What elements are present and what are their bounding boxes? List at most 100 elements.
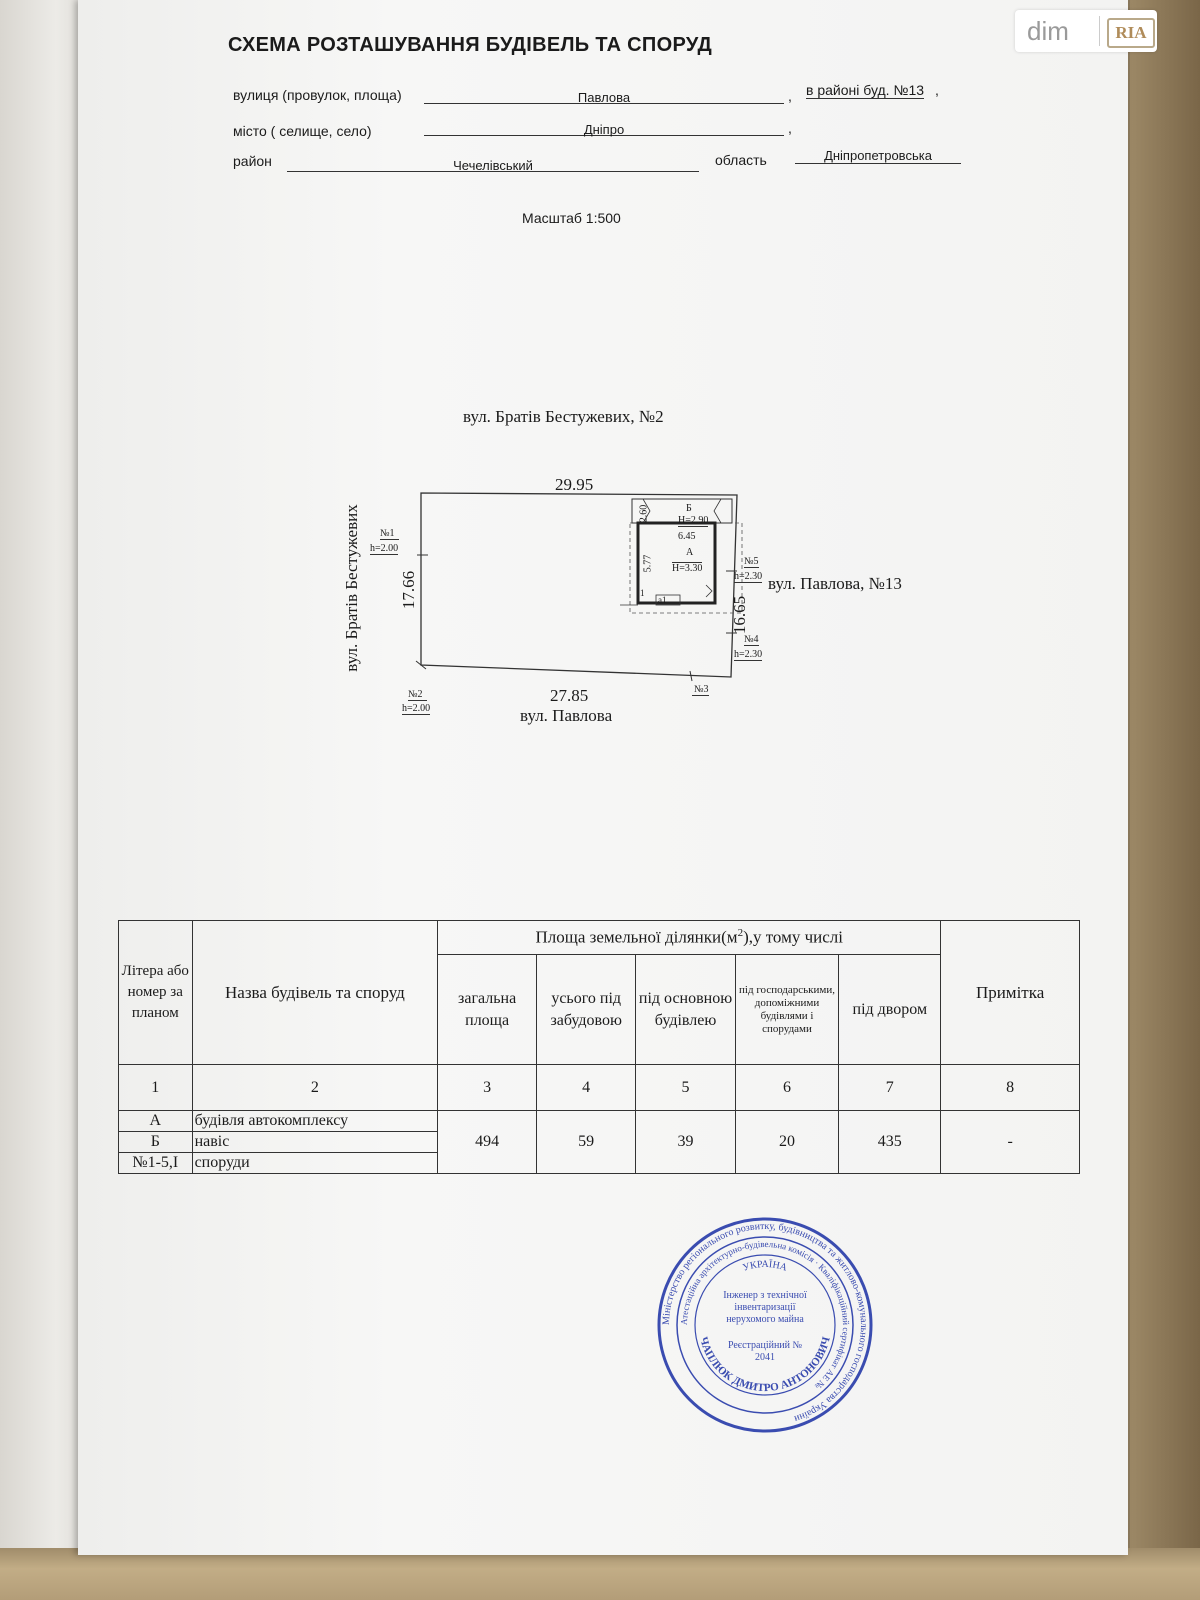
scale-label: Масштаб 1:500 [522,210,621,226]
header-area: Площа земельної ділянки(м2),у тому числі [437,920,942,955]
stamp-country-text: УКРАЇНА [741,1258,789,1274]
col-num-7: 7 [838,1064,942,1111]
building-a [636,521,717,605]
underlying-page [0,0,80,1560]
stamp-reg: Реєстраційний № 2041 [727,1340,803,1363]
header-note: Примітка [940,920,1080,1065]
header-aux: під господарськими, допоміжними будівлям… [734,954,840,1065]
header-area-sup: 2 [737,927,744,940]
annex-a1 [655,594,681,606]
watermark-brand: dim [1027,16,1069,46]
col-num-8: 8 [940,1064,1080,1111]
point-5-num: №5 [744,556,759,568]
canopy-arrow-left [642,498,651,524]
street-underline [424,103,784,104]
street-value: Павлова [577,90,631,105]
point-2-num: №2 [408,689,427,701]
point-4-num: №4 [744,634,759,646]
dimria-watermark[interactable]: dim RIA [1015,10,1157,52]
city-value: Дніпро [583,122,625,137]
table-row: №1-5,І споруди [118,1152,1080,1174]
district-label: район [233,153,272,169]
dim-right: 16.65 [730,595,749,635]
header-yard: під двором [838,954,942,1065]
stamp-middle-ring [676,1236,854,1414]
table-surface-right [1130,0,1200,1600]
header-total: загальна площа [437,954,537,1065]
ria-logo-icon: RIA [1107,18,1155,48]
district-underline [287,171,699,172]
header-area-text: Площа земельної ділянки(м [535,927,738,947]
tick-2 [415,660,427,670]
tick-3 [689,670,693,682]
col-num-5: 5 [635,1064,736,1111]
street-label: вулиця (провулок, площа) [233,87,402,103]
col-num-3: 3 [437,1064,537,1111]
label-a1: а1 [658,595,667,605]
city-underline [424,135,784,136]
row-2-letter: Б [118,1131,193,1153]
document-page [78,0,1128,1555]
south-street-label: вул. Павлова [520,706,613,725]
point-5-h: h=2.30 [734,571,763,583]
value-aux: 20 [734,1110,840,1174]
entry-marker [705,584,713,598]
col-num-2: 2 [191,1064,439,1111]
site-plan [415,492,743,682]
row-3-letter: №1-5,І [118,1152,193,1174]
watermark-separator [1099,16,1100,46]
row-1-letter: А [118,1110,193,1132]
col-num-1: 1 [118,1064,193,1111]
dim-left: 17.66 [399,570,418,610]
value-total: 494 [437,1110,537,1174]
dim-bottom: 27.85 [550,686,589,705]
value-yard: 435 [838,1110,942,1174]
header-main: під основною будівлею [635,954,736,1065]
col-num-4: 4 [535,1064,637,1111]
stamp-outer-ring [657,1217,873,1433]
column-number-row: 1 2 3 4 5 6 7 8 [118,1064,1080,1111]
land-area-table: Літера або номер за планом Назва будівел… [118,920,1080,1174]
stamp-role: Інженер з технічної інвентаризації нерух… [723,1290,807,1325]
region-label: область [715,152,767,168]
west-street-label: вул. Братів Бестужевих [342,504,361,672]
value-main: 39 [635,1110,736,1174]
near-building-label: в районі буд. №13 [806,82,925,99]
header-built: усього під забудовою [535,954,637,1065]
region-underline [795,163,961,164]
table-row: Б навіс [118,1131,1080,1153]
north-street-label: вул. Братів Бестужевих, №2 [463,407,664,426]
point-2-h: h=2.00 [402,703,431,715]
district-value: Чечелівський [453,158,533,173]
row-2-name: навіс [191,1131,439,1153]
building-b-letter: Б [686,503,692,514]
point-3-num: №3 [692,684,709,696]
point-1-num: №1 [380,528,399,540]
building-a-letter: А [686,547,694,558]
header-letter: Літера або номер за планом [118,920,193,1065]
table-row: А будівля автокомплексу 494 59 39 20 435… [118,1110,1080,1174]
point-4-h: h=2.30 [734,649,763,661]
official-stamp: Міністерство регіонального розвитку, буд… [657,1217,873,1433]
dim-top: 29.95 [555,475,594,494]
comma: , [788,88,792,104]
region-value: Дніпропетровська [824,148,932,163]
header-area-tail: ),у тому числі [743,927,844,947]
near-building-suffix: , [935,82,939,98]
city-label: місто ( селище, село) [233,123,372,139]
plot-boundary [420,492,738,678]
label-1: 1 [640,588,645,598]
header-name: Назва будівель та споруд [191,920,439,1065]
value-built: 59 [535,1110,637,1174]
canopy-arrow-right [713,498,722,524]
stamp-inner-ring [694,1254,836,1396]
row-1-name: будівля автокомплексу [191,1110,439,1132]
table-surface-bottom [0,1548,1200,1600]
point-1-h: h=2.00 [370,543,399,555]
value-note: - [940,1110,1080,1174]
building-a-height: Н=3.30 [672,562,703,574]
row-3-name: споруди [191,1152,439,1174]
document-title: СХЕМА РОЗТАШУВАННЯ БУДІВЕЛЬ ТА СПОРУД [228,34,713,56]
dim-b-height: 2.60 [638,504,650,523]
col-num-6: 6 [734,1064,840,1111]
